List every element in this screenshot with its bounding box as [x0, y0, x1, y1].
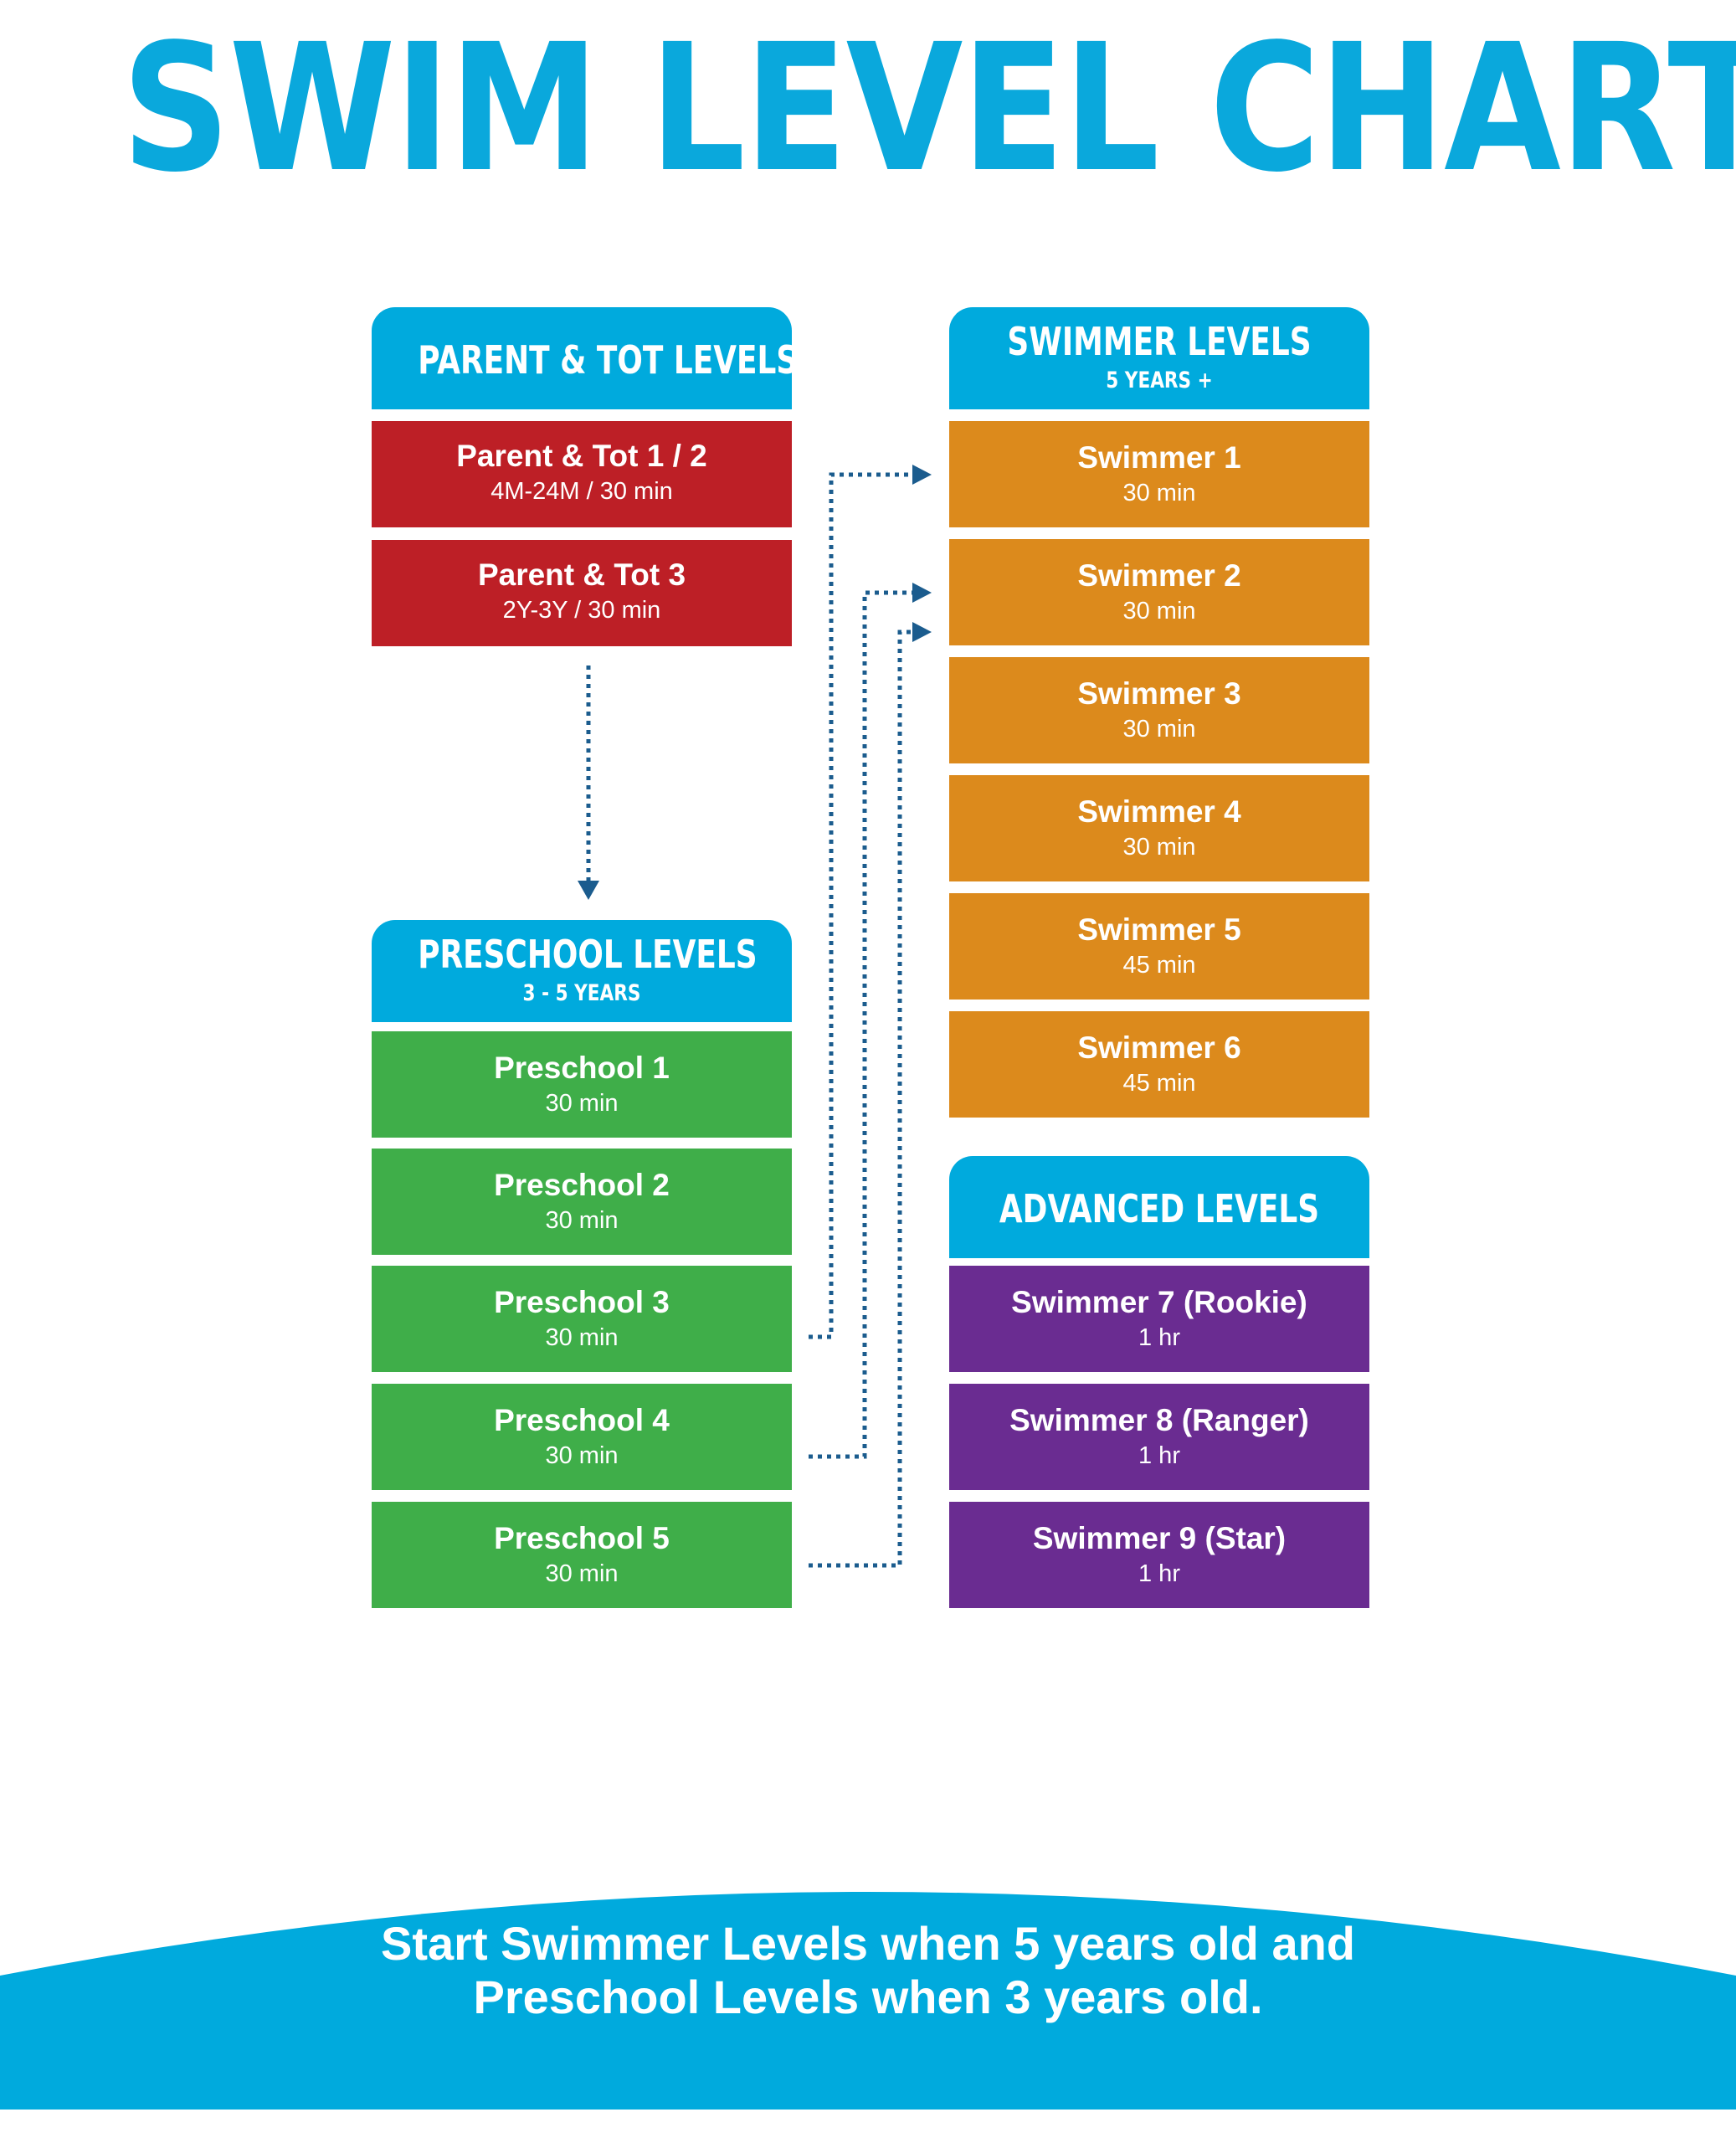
level-detail: 30 min — [1122, 598, 1196, 624]
advanced-header-title: ADVANCED LEVELS — [999, 1186, 1320, 1231]
page-title: SWIM LEVEL CHART — [121, 6, 1736, 211]
level-detail: 1 hr — [1138, 1442, 1180, 1469]
level-detail: 45 min — [1122, 952, 1196, 979]
level-name: Preschool 3 — [494, 1285, 670, 1319]
preschool-header: PRESCHOOL LEVELS 3 - 5 YEARS — [372, 920, 792, 1022]
level-name: Swimmer 4 — [1077, 794, 1241, 829]
preschool-header-subtitle: 3 - 5 YEARS — [522, 980, 641, 1006]
level-box-swimmer-3: Swimmer 3 30 min — [949, 657, 1369, 763]
level-box-preschool-3: Preschool 3 30 min — [372, 1266, 792, 1372]
level-name: Swimmer 8 (Ranger) — [1009, 1403, 1309, 1437]
level-name: Swimmer 9 (Star) — [1032, 1521, 1287, 1555]
level-detail: 30 min — [545, 1324, 619, 1351]
level-box-swimmer-2: Swimmer 2 30 min — [949, 539, 1369, 645]
arrow-preschool-5-to-swimmer-2 — [809, 630, 916, 1568]
level-detail: 4M-24M / 30 min — [490, 478, 673, 505]
swimmer-header-title: SWIMMER LEVELS — [1007, 319, 1312, 364]
level-box-parent-tot-3: Parent & Tot 3 2Y-3Y / 30 min — [372, 540, 792, 646]
level-detail: 30 min — [545, 1090, 619, 1117]
level-name: Swimmer 5 — [1077, 912, 1241, 947]
level-detail: 30 min — [1122, 834, 1196, 861]
bottom-banner-text: Start Swimmer Levels when 5 years old an… — [0, 1917, 1736, 2024]
level-name: Parent & Tot 3 — [477, 558, 686, 592]
level-name: Swimmer 7 (Rookie) — [1011, 1285, 1307, 1319]
arrowhead-right — [912, 622, 932, 642]
level-detail: 1 hr — [1138, 1324, 1180, 1351]
level-name: Swimmer 2 — [1077, 558, 1241, 593]
advanced-header: ADVANCED LEVELS — [949, 1156, 1369, 1258]
bottom-banner-shape — [0, 1892, 1736, 2110]
banner-line-1: Start Swimmer Levels when 5 years old an… — [381, 1917, 1355, 1970]
level-detail: 1 hr — [1138, 1560, 1180, 1587]
arrow-preschool-3-to-swimmer-1 — [809, 472, 916, 1339]
level-name: Preschool 5 — [494, 1521, 670, 1555]
level-box-parent-tot-1-2: Parent & Tot 1 / 2 4M-24M / 30 min — [372, 421, 792, 527]
banner-line-2: Preschool Levels when 3 years old. — [473, 1971, 1263, 2023]
level-box-swimmer-4: Swimmer 4 30 min — [949, 775, 1369, 881]
level-box-preschool-4: Preschool 4 30 min — [372, 1384, 792, 1490]
level-name: Parent & Tot 1 / 2 — [456, 439, 707, 473]
level-detail: 30 min — [1122, 716, 1196, 743]
level-name: Swimmer 3 — [1077, 676, 1241, 711]
level-name: Swimmer 1 — [1077, 440, 1241, 475]
parent-tot-header-title: PARENT & TOT LEVELS — [418, 337, 799, 383]
swimmer-column: SWIMMER LEVELS 5 YEARS + Swimmer 1 30 mi… — [949, 307, 1369, 1118]
level-detail: 2Y-3Y / 30 min — [502, 597, 661, 624]
preschool-header-title: PRESCHOOL LEVELS — [418, 932, 758, 977]
level-box-swimmer-8: Swimmer 8 (Ranger) 1 hr — [949, 1384, 1369, 1490]
arrowhead-down — [578, 881, 599, 900]
level-box-swimmer-7: Swimmer 7 (Rookie) 1 hr — [949, 1266, 1369, 1372]
level-box-preschool-1: Preschool 1 30 min — [372, 1031, 792, 1138]
arrowhead-right — [912, 583, 932, 603]
parent-tot-header: PARENT & TOT LEVELS — [372, 307, 799, 409]
level-box-swimmer-1: Swimmer 1 30 min — [949, 421, 1369, 527]
level-name: Preschool 1 — [494, 1051, 670, 1085]
arrow-preschool-4-to-swimmer-2 — [809, 590, 916, 1459]
level-detail: 30 min — [545, 1442, 619, 1469]
level-box-swimmer-9: Swimmer 9 (Star) 1 hr — [949, 1502, 1369, 1608]
level-box-swimmer-6: Swimmer 6 45 min — [949, 1011, 1369, 1118]
level-name: Preschool 4 — [494, 1403, 670, 1437]
level-detail: 45 min — [1122, 1070, 1196, 1097]
level-box-swimmer-5: Swimmer 5 45 min — [949, 893, 1369, 1000]
parent-tot-column: PARENT & TOT LEVELS Parent & Tot 1 / 2 4… — [372, 307, 799, 649]
advanced-column: ADVANCED LEVELS Swimmer 7 (Rookie) 1 hr … — [949, 1156, 1369, 1608]
level-name: Swimmer 6 — [1077, 1030, 1241, 1065]
preschool-column: PRESCHOOL LEVELS 3 - 5 YEARS Preschool 1… — [372, 920, 792, 1608]
level-detail: 30 min — [1122, 480, 1196, 506]
level-detail: 30 min — [545, 1560, 619, 1587]
level-name: Preschool 2 — [494, 1168, 670, 1202]
arrowhead-right — [912, 465, 932, 485]
swimmer-header: SWIMMER LEVELS 5 YEARS + — [949, 307, 1369, 409]
level-box-preschool-5: Preschool 5 30 min — [372, 1502, 792, 1608]
level-box-preschool-2: Preschool 2 30 min — [372, 1149, 792, 1255]
connector-arrows — [578, 465, 932, 1568]
level-detail: 30 min — [545, 1207, 619, 1234]
swimmer-header-subtitle: 5 YEARS + — [1106, 367, 1213, 393]
